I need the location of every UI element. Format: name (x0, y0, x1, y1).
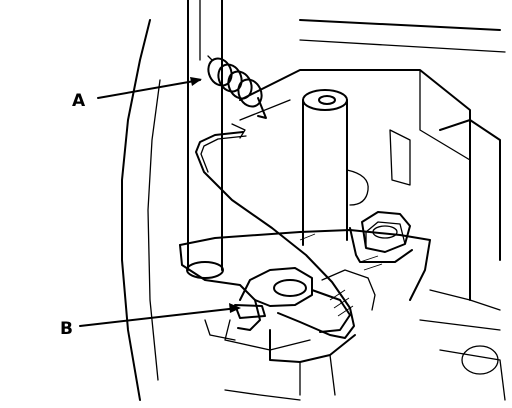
callout-leader-b (79, 303, 241, 327)
housing-outline (121, 19, 506, 401)
callout-leader-a (97, 77, 202, 99)
hex-bolt (349, 211, 413, 263)
callout-label-a: A (72, 91, 86, 111)
cross-hatching (299, 233, 383, 317)
upright-post (302, 89, 411, 246)
lever-arm (234, 267, 376, 333)
base-plate (179, 229, 431, 401)
spring-wire (195, 123, 355, 339)
callout-label-b: B (60, 319, 73, 339)
coil-spring (207, 55, 267, 119)
